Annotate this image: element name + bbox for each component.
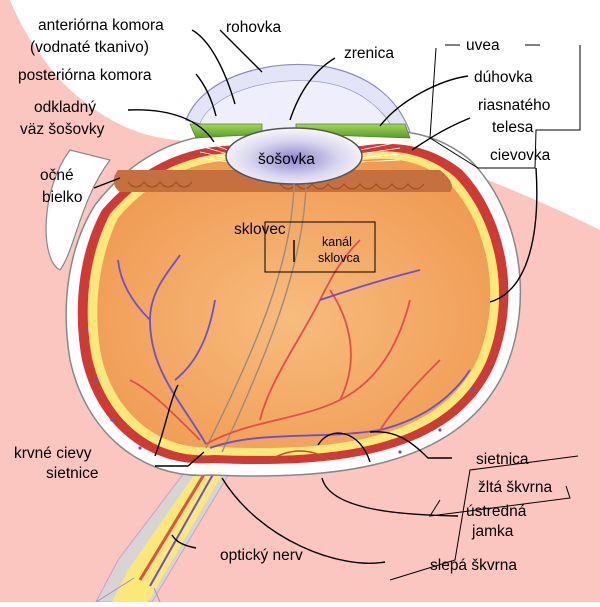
optic-nerve (95, 443, 237, 603)
label-sclera: očné (40, 167, 74, 184)
leader-lines (93, 29, 581, 581)
sclera-fold (45, 149, 112, 271)
label-zonule: odkladný (34, 99, 96, 116)
label-fovea-2: jamka (471, 523, 514, 540)
label-sclera-2: bielko (42, 189, 83, 206)
retinal-vessels (117, 239, 471, 449)
label-aqueous-humor: (vodnaté tkanivo) (30, 39, 149, 56)
label-retinal-vessels-2: sietnice (46, 465, 99, 482)
label-zonule-2: väz šošovky (20, 121, 105, 138)
macula-shape (269, 450, 331, 461)
zonule-fibers (199, 139, 401, 163)
label-uvea: uvea (466, 37, 500, 54)
label-choroid: cievovka (490, 147, 551, 164)
label-blind-spot: slepá škvrna (430, 557, 517, 574)
label-pupil: zrenica (344, 45, 394, 62)
label-posterior-chamber: posteriórna komora (18, 67, 152, 84)
label-anterior-chamber: anteriórna komora (38, 17, 164, 34)
label-retina: sietnica (476, 451, 529, 468)
label-iris: dúhovka (474, 69, 533, 86)
vitreous-body (97, 158, 491, 449)
label-vitreous: sklovec (234, 221, 286, 238)
anterior-chamber-shape (200, 80, 395, 134)
label-macula: žltá škvrna (478, 479, 552, 496)
label-hyaloid-canal: kanál (322, 235, 352, 249)
label-optic-nerve: optický nerv (220, 547, 303, 564)
label-ciliary-body: riasnatého (478, 97, 550, 114)
hyaloid-canal (205, 183, 307, 453)
label-retinal-vessels: krvné cievy (14, 445, 92, 462)
label-fovea: ústredná (466, 503, 527, 520)
label-lens: šošovka (258, 151, 315, 168)
label-ciliary-body-2: telesa (492, 119, 534, 136)
label-hyaloid-canal-2: sklovca (318, 251, 360, 265)
label-cornea: rohovka (226, 19, 282, 36)
